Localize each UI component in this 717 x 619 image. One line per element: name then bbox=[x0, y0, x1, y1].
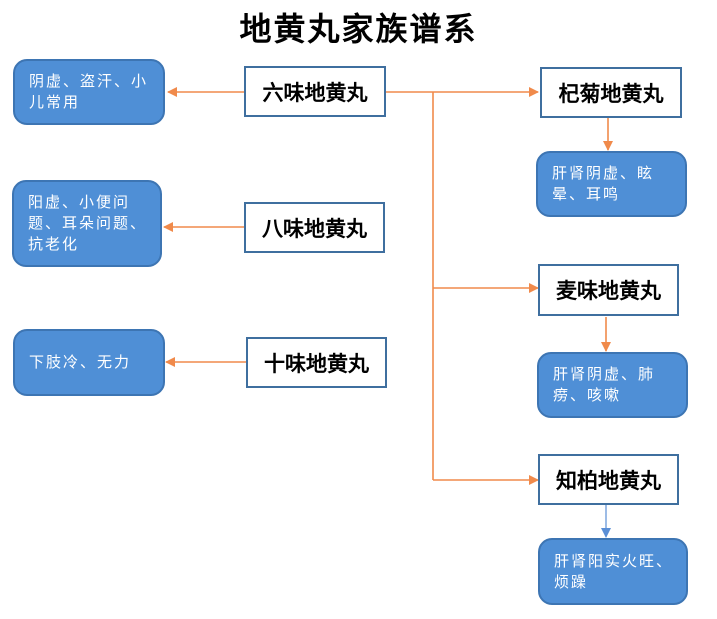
note-qiju: 肝肾阴虚、眩晕、耳鸣 bbox=[536, 151, 687, 217]
node-liuwei: 六味地黄丸 bbox=[244, 66, 386, 117]
node-shiwei: 十味地黄丸 bbox=[246, 337, 387, 388]
node-zhibai: 知柏地黄丸 bbox=[538, 454, 679, 505]
node-maiwei: 麦味地黄丸 bbox=[538, 264, 679, 316]
note-maiwei: 肝肾阴虚、肺痨、咳嗽 bbox=[537, 352, 688, 418]
node-qiju: 杞菊地黄丸 bbox=[540, 67, 682, 118]
node-bawei: 八味地黄丸 bbox=[244, 202, 385, 253]
note-bawei: 阳虚、小便问题、耳朵问题、抗老化 bbox=[12, 180, 162, 267]
note-liuwei: 阴虚、盗汗、小儿常用 bbox=[13, 59, 165, 125]
note-shiwei: 下肢冷、无力 bbox=[13, 329, 165, 396]
note-zhibai: 肝肾阳实火旺、烦躁 bbox=[538, 538, 688, 605]
diagram-title: 地黄丸家族谱系 bbox=[239, 10, 478, 48]
